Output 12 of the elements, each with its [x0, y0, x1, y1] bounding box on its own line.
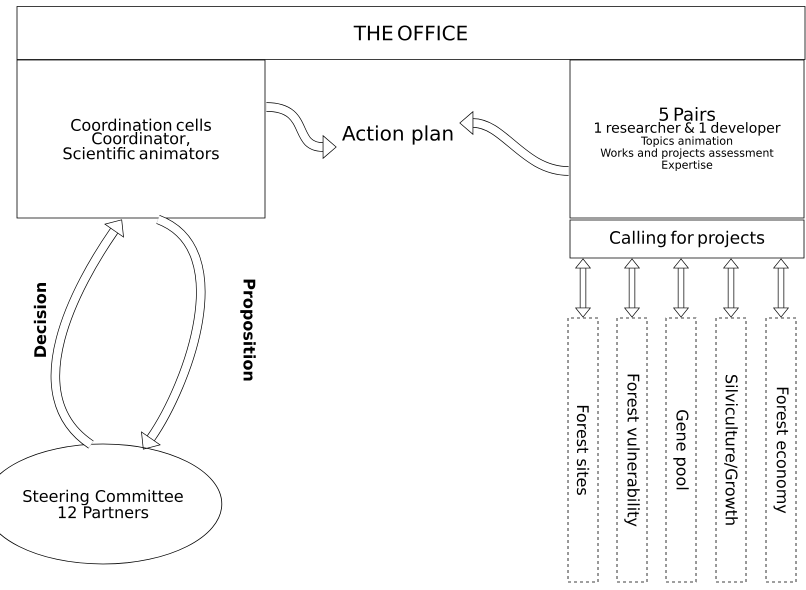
topic-box: Gene pool — [666, 318, 696, 582]
calling-box: Calling for projects — [570, 220, 804, 258]
edge-label: Decision — [34, 283, 46, 357]
topic-box: Forest vulnerability — [616, 318, 648, 582]
topic-box: Forest sites — [568, 318, 598, 582]
action-plan-text: Action plan — [342, 125, 452, 145]
topic-box: Silviculture/Growth — [716, 318, 746, 582]
coordination-box: Coordination cells Coordinator, Scientific animators — [16, 60, 266, 218]
pairs-box: 5 Pairs 1 researcher & 1 developer Topics animation Works and projects assessment Expertise — [570, 60, 804, 218]
office-header-box: THE OFFICE — [16, 6, 806, 60]
edge-label: Proposition — [240, 280, 256, 381]
topic-box: Forest economy — [766, 318, 796, 582]
